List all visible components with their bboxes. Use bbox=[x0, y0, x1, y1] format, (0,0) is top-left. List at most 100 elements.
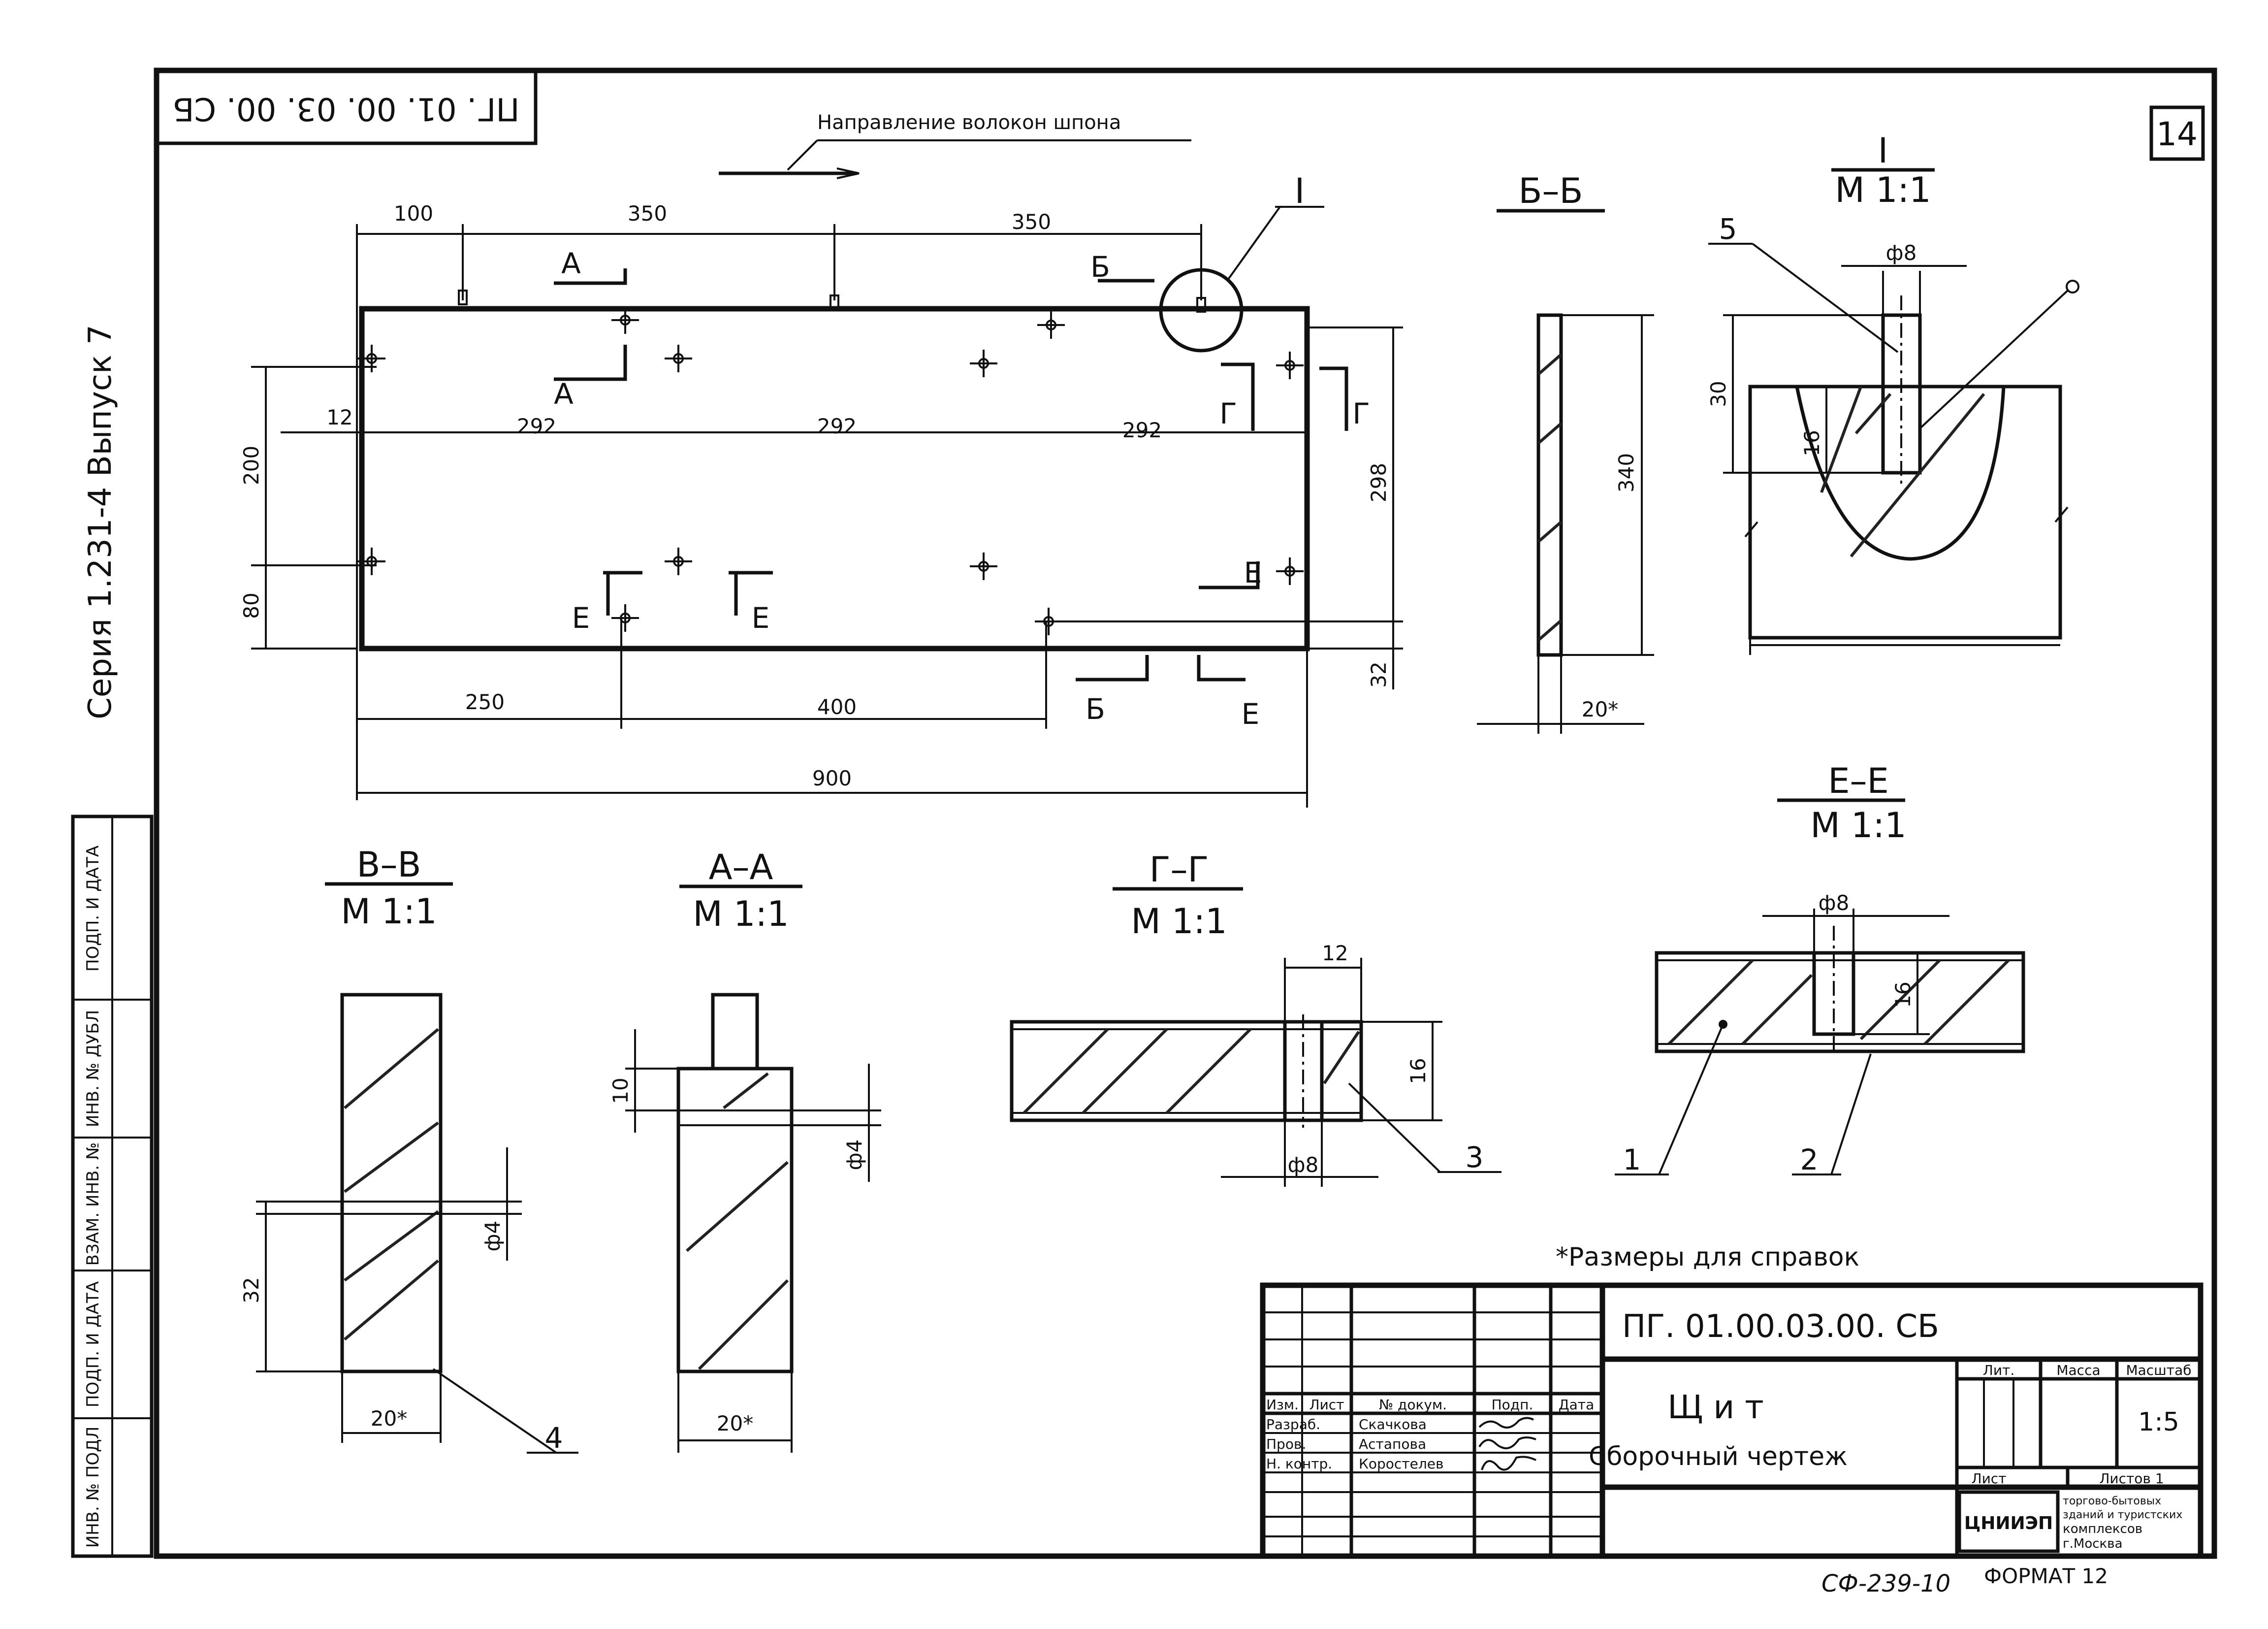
section-mark-b-top: Б bbox=[1090, 250, 1110, 284]
top-stamp-box bbox=[155, 68, 538, 145]
detail-i-dim-16: 16 bbox=[1800, 430, 1824, 456]
section-gg-title: Г–Г bbox=[1150, 849, 1209, 890]
section-ee-leader-1: 1 bbox=[1623, 1143, 1641, 1176]
detail-i-title: I bbox=[1878, 130, 1888, 171]
dim-292-c: 292 bbox=[1122, 418, 1162, 442]
section-aa-dowel bbox=[711, 993, 759, 1071]
tb-role-checker: Пров. bbox=[1266, 1436, 1306, 1452]
section-bb-title: Б–Б bbox=[1518, 171, 1583, 211]
section-aa-dim-width: 20* bbox=[717, 1411, 753, 1435]
veneer-direction-label: Направление волокон шпона bbox=[817, 111, 1121, 134]
section-bb-dim-width: 20* bbox=[1582, 697, 1618, 721]
org-text-4: г.Москва bbox=[2063, 1536, 2123, 1551]
org-text-2: зданий и туристских bbox=[2063, 1509, 2182, 1521]
panel-outline bbox=[359, 306, 1310, 652]
reference-note: *Размеры для справок bbox=[1556, 1242, 1859, 1272]
signature-checker bbox=[1478, 1436, 1536, 1449]
dim-400: 400 bbox=[817, 695, 857, 719]
section-ee-scale: М 1:1 bbox=[1810, 805, 1906, 846]
tb-doc-type: Сборочный чертеж bbox=[1589, 1442, 1848, 1471]
side-field-1: ИНВ. № ПОДЛ bbox=[83, 1427, 103, 1548]
tb-name-checker: Астапова bbox=[1359, 1436, 1426, 1452]
tb-scale-label: Масштаб bbox=[2126, 1362, 2191, 1378]
detail-i-leader-5: 5 bbox=[1719, 212, 1737, 246]
section-vv-leader-4: 4 bbox=[545, 1421, 563, 1455]
section-mark-e-bottom: Е bbox=[1242, 697, 1260, 731]
section-mark-g-right: Г bbox=[1352, 397, 1370, 430]
section-gg-dim-phi8: ф8 bbox=[1288, 1153, 1319, 1177]
title-block: Изм. Лист № докум. Подп. Дата Разраб. Ск… bbox=[1260, 1282, 2204, 1559]
tb-header-list: Лист bbox=[1310, 1397, 1344, 1413]
detail-i: I М 1:1 ф8 30 16 5 bbox=[1706, 130, 2079, 655]
section-mark-b-bottom: Б bbox=[1086, 692, 1105, 726]
side-field-5: ПОДП. И ДАТА bbox=[83, 846, 103, 972]
section-ee-dim-16: 16 bbox=[1891, 981, 1915, 1008]
section-gg-leader-3: 3 bbox=[1466, 1140, 1484, 1174]
section-gg-dim-16: 16 bbox=[1406, 1058, 1430, 1084]
hole-markers bbox=[358, 306, 1304, 635]
sheet-number: 14 bbox=[2156, 115, 2198, 153]
bottom-code: СФ-239-10 bbox=[1821, 1570, 1950, 1597]
tb-header-date: Дата bbox=[1559, 1397, 1595, 1413]
sheet-frame: 14 ПГ. 01. 00. 03. 00. СБ Серия 1.231-4 … bbox=[71, 67, 2217, 1597]
detail-i-dim-phi8: ф8 bbox=[1886, 241, 1917, 265]
dim-200: 200 bbox=[239, 446, 263, 485]
dim-900: 900 bbox=[812, 766, 852, 790]
section-ee-title: Е–Е bbox=[1828, 761, 1888, 801]
tb-lit-label: Лит. bbox=[1983, 1362, 2014, 1378]
detail-i-dim-30: 30 bbox=[1706, 381, 1730, 407]
tb-designation: ПГ. 01.00.03.00. СБ bbox=[1622, 1308, 1939, 1345]
tb-product-name: Щ и т bbox=[1667, 1388, 1764, 1426]
dim-292-a: 292 bbox=[517, 414, 556, 438]
section-ee-dowel bbox=[1812, 951, 1855, 1036]
side-field-2: ПОДП. И ДАТА bbox=[83, 1281, 103, 1407]
org-text-3: комплексов bbox=[2063, 1522, 2142, 1536]
section-aa-dim-phi4: ф4 bbox=[842, 1140, 866, 1171]
section-mark-a-top: А bbox=[561, 247, 581, 280]
side-field-4: ИНВ. № ДУБЛ bbox=[83, 1010, 103, 1127]
org-logo-text: ЦНИИЭП bbox=[1964, 1513, 2053, 1533]
format-label: ФОРМАТ 12 bbox=[1984, 1564, 2108, 1588]
section-ee-dim-phi8: ф8 bbox=[1819, 891, 1850, 915]
section-vv-title: В–В bbox=[356, 845, 421, 885]
dim-100: 100 bbox=[394, 201, 433, 226]
section-bb: Б–Б 340 20* bbox=[1477, 171, 1654, 734]
tb-mass-label: Масса bbox=[2056, 1362, 2100, 1378]
dim-250: 250 bbox=[465, 690, 505, 714]
section-vv-dim-32: 32 bbox=[239, 1277, 263, 1303]
dim-350-left: 350 bbox=[628, 201, 667, 226]
signature-norm bbox=[1481, 1456, 1536, 1471]
tb-scale-value: 1:5 bbox=[2138, 1407, 2179, 1437]
detail-i-circle bbox=[1159, 268, 1244, 353]
section-gg-scale: М 1:1 bbox=[1131, 901, 1227, 942]
top-stamp-text: ПГ. 01. 00. 03. 00. СБ bbox=[173, 90, 520, 127]
org-logo bbox=[1957, 1490, 2060, 1553]
tb-sheets-label: Листов 1 bbox=[2099, 1470, 2164, 1487]
section-aa-scale: М 1:1 bbox=[693, 894, 789, 934]
section-aa-dim-10: 10 bbox=[608, 1077, 633, 1104]
section-vv-dim-width: 20* bbox=[371, 1406, 407, 1431]
tb-name-developer: Скачкова bbox=[1359, 1416, 1427, 1433]
dim-350-right: 350 bbox=[1012, 210, 1051, 234]
section-vv-dim-phi4: ф4 bbox=[480, 1221, 505, 1252]
dim-32: 32 bbox=[1367, 661, 1391, 687]
tb-name-norm: Коростелев bbox=[1359, 1456, 1443, 1472]
tb-role-developer: Разраб. bbox=[1266, 1416, 1320, 1433]
section-vv: В–В М 1:1 32 ф4 20* 4 bbox=[239, 845, 578, 1455]
section-ee-leader-2: 2 bbox=[1800, 1143, 1819, 1176]
section-mark-g-left: Г bbox=[1219, 397, 1237, 430]
section-aa: А–А М 1:1 10 ф4 20* bbox=[608, 847, 881, 1453]
tb-header-sign: Подп. bbox=[1492, 1397, 1533, 1413]
section-vv-scale: М 1:1 bbox=[341, 891, 437, 932]
section-gg: Г–Г М 1:1 12 16 ф8 3 bbox=[1010, 849, 1501, 1187]
section-mark-e-left: Е bbox=[572, 601, 590, 635]
dim-292-b: 292 bbox=[817, 414, 857, 438]
section-aa-title: А–А bbox=[709, 847, 773, 887]
signature-developer bbox=[1478, 1417, 1534, 1429]
side-field-3: ВЗАМ. ИНВ. № bbox=[83, 1142, 103, 1266]
tb-sheet-label: Лист bbox=[1972, 1470, 2007, 1487]
section-mark-a-bottom: А bbox=[554, 377, 574, 411]
series-label: Серия 1.231-4 Выпуск 7 bbox=[82, 325, 119, 719]
section-bb-dim-340: 340 bbox=[1614, 453, 1638, 492]
